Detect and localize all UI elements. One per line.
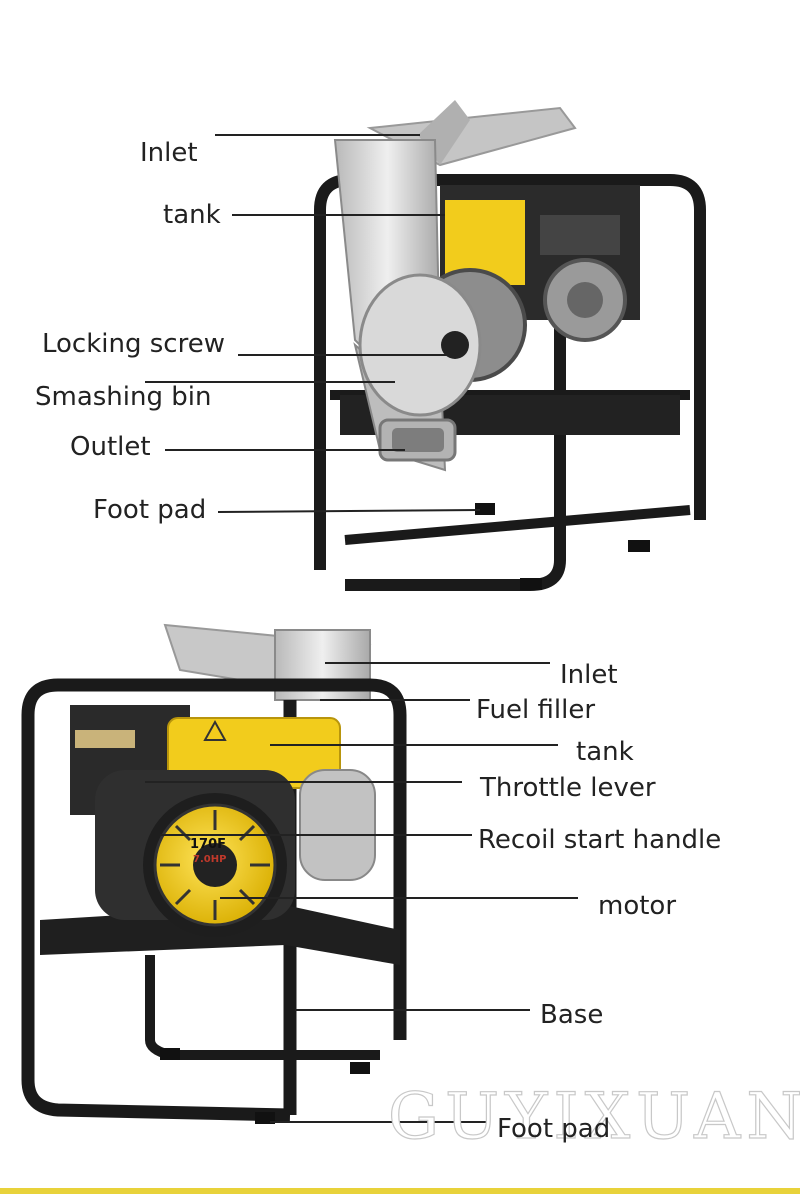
bottom-accent-bar	[0, 1188, 800, 1194]
label-motor: motor	[598, 891, 676, 921]
label-foot-pad-top: Foot pad	[93, 495, 206, 525]
watermark-text: GUYIXUAN	[388, 1080, 800, 1154]
top-machine-illustration	[314, 100, 706, 591]
label-inlet-top: Inlet	[140, 138, 198, 168]
label-tank-bottom: tank	[576, 737, 634, 767]
engine-power-badge: 7.0HP	[193, 854, 226, 865]
label-foot-pad-bottom: Foot pad	[497, 1114, 610, 1144]
label-locking-screw: Locking screw	[42, 329, 225, 359]
label-recoil-start-handle: Recoil start handle	[478, 825, 721, 855]
label-tank-top: tank	[163, 200, 221, 230]
bottom-machine-illustration	[21, 623, 407, 1124]
label-fuel-filler: Fuel filler	[476, 695, 595, 725]
label-smashing-bin: Smashing bin	[35, 382, 211, 412]
label-inlet-bottom: Inlet	[560, 660, 618, 690]
label-base: Base	[540, 1000, 603, 1030]
engine-model-badge: 170F	[190, 837, 226, 852]
top-leader-lines	[145, 134, 481, 513]
label-outlet: Outlet	[70, 432, 151, 462]
label-throttle-lever: Throttle lever	[479, 773, 656, 803]
bottom-leader-lines	[145, 662, 578, 1123]
